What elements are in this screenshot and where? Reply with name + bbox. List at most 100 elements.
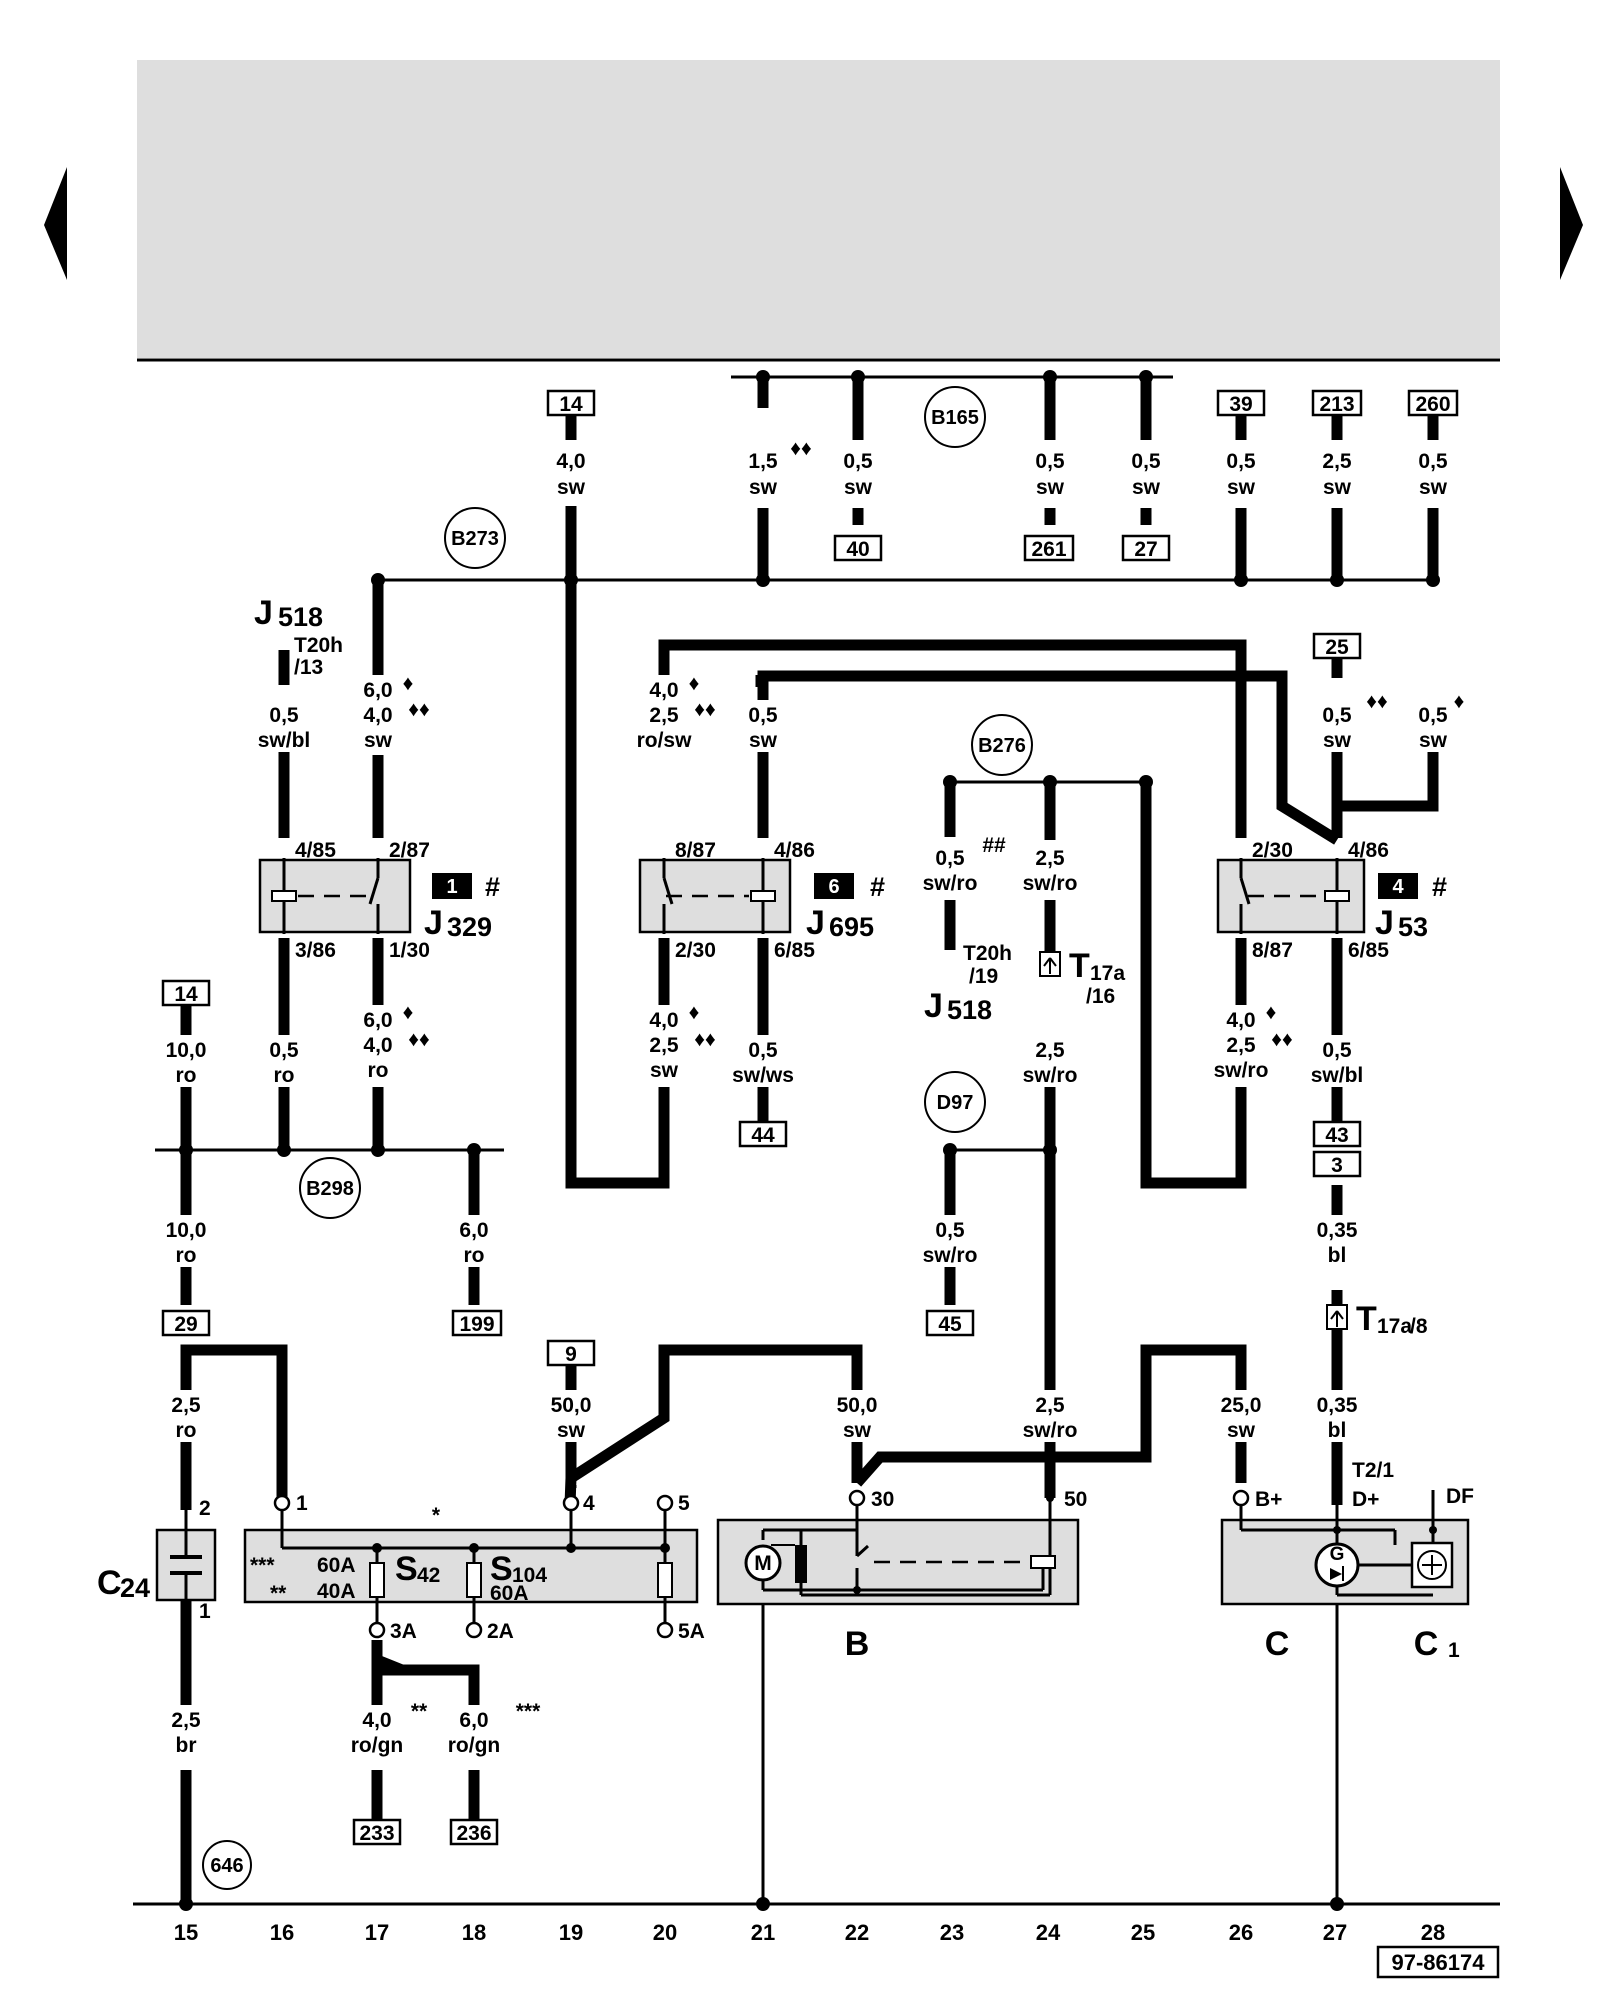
motor-m: M: [754, 1552, 772, 1575]
svg-text:1: 1: [1448, 1639, 1460, 1662]
svg-text:2: 2: [199, 1497, 211, 1520]
svg-text:ro: ro: [176, 1244, 197, 1267]
svg-text:10,0: 10,0: [166, 1219, 207, 1242]
circle-b273: B273: [451, 528, 499, 550]
svg-text:17a: 17a: [1090, 962, 1125, 985]
svg-text:2,5: 2,5: [1035, 847, 1065, 870]
svg-text:sw: sw: [749, 476, 778, 499]
alternator-label: C: [1265, 1625, 1290, 1663]
svg-text:2,5: 2,5: [171, 1394, 201, 1417]
svg-text:♦: ♦: [403, 672, 414, 695]
svg-text:26: 26: [1229, 1920, 1253, 1945]
svg-text:T20h: T20h: [963, 942, 1012, 965]
svg-text:ro/sw: ro/sw: [637, 729, 693, 752]
svg-text:4/86: 4/86: [774, 839, 815, 862]
ref-14-left: 14: [174, 983, 198, 1006]
svg-text:S: S: [490, 1550, 513, 1588]
relay-j53: 2/30 4/86 8/87 6/85 4 # J 53: [1216, 839, 1447, 962]
connector-t17a-16: T 17a /16: [1039, 947, 1125, 1008]
svg-text:53: 53: [1398, 912, 1428, 942]
svg-text:ro: ro: [176, 1419, 197, 1442]
svg-text:8/87: 8/87: [675, 839, 716, 862]
svg-text:15: 15: [174, 1920, 198, 1945]
svg-text:2A: 2A: [487, 1620, 514, 1643]
svg-text:2,5: 2,5: [1322, 450, 1352, 473]
svg-text:5: 5: [678, 1492, 690, 1515]
svg-text:2/30: 2/30: [1252, 839, 1293, 862]
ref-25: 25: [1325, 636, 1349, 659]
svg-text:60A: 60A: [490, 1582, 529, 1605]
svg-text:10,0: 10,0: [166, 1039, 207, 1062]
svg-text:ro: ro: [368, 1059, 389, 1082]
svg-text:0,5: 0,5: [1131, 450, 1161, 473]
svg-text:♦♦: ♦♦: [1271, 1028, 1293, 1051]
svg-text:24: 24: [1036, 1920, 1061, 1945]
circle-646: 646: [210, 1855, 243, 1877]
svg-text:sw/ro: sw/ro: [1023, 872, 1078, 895]
svg-text:♦: ♦: [689, 1001, 700, 1024]
svg-text:***: ***: [250, 1554, 275, 1577]
svg-text:♦: ♦: [403, 1001, 414, 1024]
j695-label: J: [806, 904, 825, 942]
svg-text:4,0: 4,0: [363, 1034, 392, 1057]
svg-text:S: S: [395, 1550, 418, 1588]
svg-text:60A: 60A: [317, 1554, 356, 1577]
svg-text:28: 28: [1421, 1920, 1445, 1945]
svg-text:T2/1: T2/1: [1352, 1459, 1394, 1482]
svg-text:*: *: [432, 1504, 441, 1527]
svg-text:6/85: 6/85: [774, 939, 815, 962]
svg-text:0,5: 0,5: [843, 450, 873, 473]
capacitor-c24: 2 1 C 24: [97, 1497, 217, 1623]
svg-text:br: br: [176, 1734, 197, 1757]
svg-text:sw: sw: [1036, 476, 1065, 499]
svg-text:#: #: [1432, 872, 1447, 902]
svg-text:1/30: 1/30: [389, 939, 430, 962]
svg-text:23: 23: [940, 1920, 964, 1945]
svg-text:ro/gn: ro/gn: [448, 1734, 501, 1757]
svg-text:329: 329: [447, 912, 492, 942]
ref-14-top: 14: [559, 393, 583, 416]
svg-text:40A: 40A: [317, 1580, 356, 1603]
svg-text:♦: ♦: [1266, 1001, 1277, 1024]
junction-dots: [179, 370, 1440, 1911]
left-triangle-icon[interactable]: [44, 167, 67, 280]
svg-text:6,0: 6,0: [363, 679, 392, 702]
reference-boxes: 14 40 261 27 39 213 260 25 44 14 29 199 …: [161, 389, 1459, 1846]
svg-text:1,5: 1,5: [748, 450, 778, 473]
svg-text:3A: 3A: [390, 1620, 417, 1643]
relay-j329: 4/85 2/87 3/86 1/30 1 # J 329: [258, 839, 500, 962]
header-band: [137, 60, 1500, 358]
svg-text:♦♦: ♦♦: [1366, 690, 1388, 713]
svg-text:**: **: [270, 1582, 287, 1605]
circle-b276: B276: [978, 735, 1026, 757]
svg-text:♦: ♦: [1454, 690, 1465, 713]
svg-text:sw: sw: [1132, 476, 1161, 499]
connector-j518-lower: T20h /19 J 518: [924, 942, 1012, 1025]
svg-text:0,5: 0,5: [1322, 704, 1352, 727]
svg-text:##: ##: [982, 834, 1006, 857]
relay-j695: 8/87 4/86 2/30 6/85 6 # J 695: [638, 839, 885, 962]
svg-text:T20h: T20h: [294, 634, 343, 657]
svg-text:17: 17: [365, 1920, 389, 1945]
ref-213: 213: [1319, 393, 1354, 416]
svg-text:sw: sw: [557, 1419, 586, 1442]
circle-b298: B298: [306, 1178, 354, 1200]
svg-text:19: 19: [559, 1920, 583, 1945]
svg-text:4: 4: [583, 1492, 595, 1515]
svg-text:4,0: 4,0: [649, 679, 678, 702]
starter-b: M 30 50 B: [716, 1488, 1087, 1663]
circle-b165: B165: [931, 407, 979, 429]
right-triangle-icon[interactable]: [1560, 167, 1583, 280]
svg-text:50: 50: [1064, 1488, 1087, 1511]
svg-text:21: 21: [751, 1920, 775, 1945]
svg-text:0,5: 0,5: [1322, 1039, 1352, 1062]
ref-236: 236: [456, 1822, 491, 1845]
svg-text:25,0: 25,0: [1221, 1394, 1262, 1417]
svg-text:27: 27: [1323, 1920, 1347, 1945]
svg-text:2,5: 2,5: [171, 1709, 201, 1732]
svg-text:0,5: 0,5: [1226, 450, 1256, 473]
svg-text:20: 20: [653, 1920, 677, 1945]
svg-text:/19: /19: [969, 965, 998, 988]
